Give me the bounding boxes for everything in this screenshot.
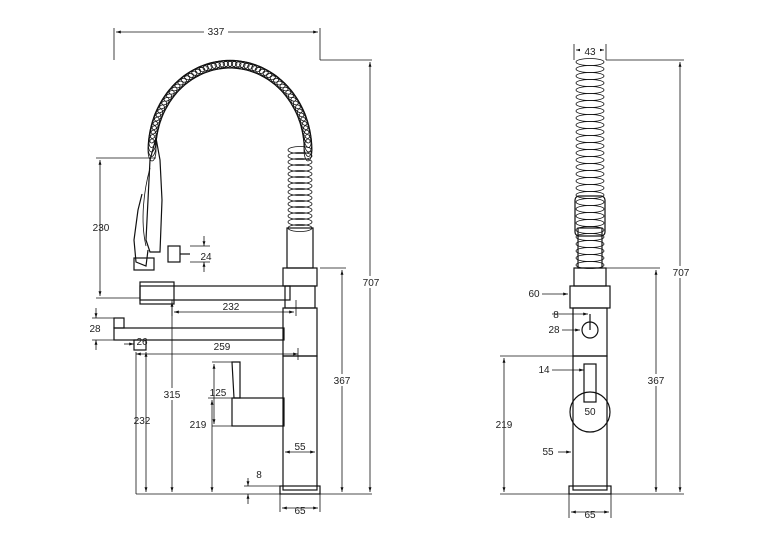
dim-232-spout: 232 bbox=[223, 302, 240, 313]
dim-24: 24 bbox=[200, 252, 212, 263]
spring-coil bbox=[287, 182, 313, 190]
spring-coil bbox=[575, 142, 605, 150]
dim-8-front: 8 bbox=[553, 310, 559, 321]
spring-coil bbox=[287, 212, 313, 220]
spring-coil bbox=[287, 146, 313, 154]
spring-hose bbox=[147, 59, 313, 232]
dim-125: 125 bbox=[210, 388, 227, 399]
spring-coil bbox=[287, 170, 313, 178]
spring-coil bbox=[575, 212, 605, 220]
lever-handle bbox=[231, 361, 241, 399]
spring-coil bbox=[287, 152, 313, 160]
dim-219-front: 219 bbox=[496, 420, 513, 431]
spring-coil bbox=[287, 200, 313, 208]
side-lever-bar bbox=[113, 327, 285, 341]
dim-8: 8 bbox=[256, 470, 262, 481]
spring-coil bbox=[287, 176, 313, 184]
front-collar bbox=[569, 285, 611, 309]
spring-coil bbox=[287, 218, 313, 226]
spring-coil bbox=[575, 86, 605, 94]
spring-coil bbox=[575, 177, 605, 185]
dim-14: 14 bbox=[538, 365, 550, 376]
spring-coil bbox=[287, 164, 313, 172]
dim-232-lower: 232 bbox=[134, 416, 151, 427]
front-handle-disc bbox=[569, 391, 611, 433]
spring-sleeve bbox=[286, 227, 314, 269]
spray-grip bbox=[142, 167, 151, 247]
spring-coil bbox=[287, 206, 313, 214]
spout-arm bbox=[139, 285, 291, 301]
dim-26: 26 bbox=[136, 337, 148, 348]
nozzle-tip bbox=[133, 257, 155, 271]
dim-28-lever: 28 bbox=[89, 324, 101, 335]
front-main-body bbox=[572, 355, 608, 491]
spring-coil bbox=[575, 240, 605, 248]
front-collar-top bbox=[573, 267, 607, 287]
spring-coil bbox=[575, 184, 605, 192]
dim-315: 315 bbox=[164, 390, 181, 401]
spring-coil bbox=[575, 121, 605, 129]
dim-230: 230 bbox=[93, 223, 110, 234]
spring-coil bbox=[575, 93, 605, 101]
dim-367-side: 367 bbox=[334, 376, 351, 387]
spring-coil bbox=[575, 191, 605, 199]
spout-head bbox=[139, 281, 175, 305]
spring-coil bbox=[575, 107, 605, 115]
dim-367-front: 367 bbox=[648, 376, 665, 387]
spring-coil bbox=[287, 194, 313, 202]
spring-coil bbox=[287, 158, 313, 166]
dim-50: 50 bbox=[584, 407, 596, 418]
front-base bbox=[568, 485, 612, 495]
spring-coil bbox=[575, 65, 605, 73]
spring-coil bbox=[575, 247, 605, 255]
spring-coil bbox=[575, 135, 605, 143]
dim-43: 43 bbox=[584, 47, 596, 58]
side-view: 337 707 367 230 24 232 28 26 259 315 232… bbox=[89, 25, 380, 517]
dim-219-side: 219 bbox=[190, 420, 207, 431]
dim-707-front: 707 bbox=[673, 268, 690, 279]
spring-coil bbox=[575, 170, 605, 178]
spring-coil bbox=[575, 114, 605, 122]
main-body bbox=[282, 355, 318, 491]
spray-head bbox=[145, 137, 163, 253]
spring-coil bbox=[575, 100, 605, 108]
front-spring-hose bbox=[575, 58, 605, 269]
spring-coil bbox=[575, 72, 605, 80]
spring-coil bbox=[575, 233, 605, 241]
side-lever bbox=[113, 317, 125, 329]
spring-coil bbox=[575, 205, 605, 213]
spring-coil bbox=[575, 58, 605, 66]
dim-60: 60 bbox=[528, 289, 540, 300]
dim-259: 259 bbox=[214, 342, 231, 353]
spray-trigger bbox=[133, 193, 149, 267]
dim-55-front: 55 bbox=[542, 447, 554, 458]
spring-coil bbox=[575, 79, 605, 87]
front-spray-head bbox=[574, 195, 606, 237]
spring-coil bbox=[575, 219, 605, 227]
lever-block bbox=[231, 397, 285, 427]
spring-coil bbox=[191, 64, 213, 76]
dim-707-side: 707 bbox=[363, 278, 380, 289]
spring-coil bbox=[575, 156, 605, 164]
upper-body bbox=[282, 307, 318, 357]
spring-coil bbox=[575, 198, 605, 206]
spring-coil bbox=[575, 149, 605, 157]
side-lever-end bbox=[133, 339, 147, 351]
spring-coil bbox=[575, 254, 605, 262]
dim-65-side: 65 bbox=[294, 506, 306, 517]
dim-65-front: 65 bbox=[584, 510, 596, 521]
spring-coil bbox=[575, 163, 605, 171]
spring-coil bbox=[575, 128, 605, 136]
dim-55-side: 55 bbox=[294, 442, 306, 453]
dim-337: 337 bbox=[208, 27, 225, 38]
front-lever bbox=[583, 363, 597, 403]
collar bbox=[282, 267, 318, 287]
front-view: 43 707 367 60 8 28 14 50 219 55 65 bbox=[496, 44, 690, 521]
nozzle-connector bbox=[167, 245, 181, 263]
dim-28-front: 28 bbox=[548, 325, 560, 336]
spring-coil bbox=[287, 188, 313, 196]
